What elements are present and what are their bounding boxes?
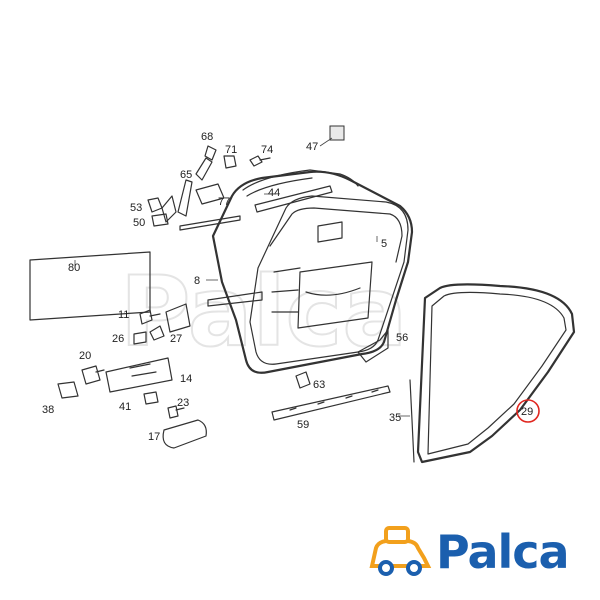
label-68: 68 (201, 131, 213, 143)
bumper-38 (57, 381, 79, 399)
clip-63 (295, 371, 311, 389)
door-outer-shell (211, 170, 414, 374)
door-handle (317, 221, 343, 243)
label-50: 50 (133, 217, 145, 229)
label-59: 59 (297, 419, 309, 431)
label-56: 56 (396, 332, 408, 344)
label-17: 17 (148, 431, 160, 443)
screw-53 (147, 197, 163, 213)
door-inner-ribs (271, 267, 301, 313)
part-labels: 68 71 74 47 65 77 44 53 50 80 8 11 26 27… (42, 131, 533, 443)
washer-26 (133, 331, 147, 345)
cap-17 (162, 419, 207, 449)
label-71: 71 (225, 144, 237, 156)
label-77: 77 (218, 196, 230, 208)
seal-strip-35 (409, 379, 415, 463)
cover-65 (195, 157, 213, 181)
clip-27 (149, 325, 165, 341)
trim-strip-44 (254, 185, 333, 213)
label-35: 35 (389, 412, 401, 424)
door-weatherstrip-29 (416, 283, 576, 464)
label-23: 23 (177, 397, 189, 409)
window-frame (269, 207, 403, 263)
label-65: 65 (180, 169, 192, 181)
bolt-20 (81, 365, 105, 385)
screw-74 (249, 155, 271, 167)
label-80: 80 (68, 262, 80, 274)
label-41: 41 (119, 401, 131, 413)
bracket-68 (204, 145, 217, 161)
moulding-59 (271, 385, 391, 421)
bolt-11 (139, 309, 161, 325)
label-53: 53 (130, 202, 142, 214)
label-47: 47 (306, 141, 318, 153)
label-11: 11 (118, 309, 129, 321)
label-20: 20 (79, 350, 91, 362)
label-63: 63 (313, 379, 325, 391)
window-seal-inner (246, 177, 313, 197)
guide-rail-65 (177, 179, 193, 217)
door-check-14 (105, 357, 173, 393)
car-icon (369, 526, 432, 576)
label-38: 38 (42, 404, 54, 416)
window-seal-strip (242, 169, 359, 191)
clip-50 (151, 213, 169, 227)
lower-rail (179, 215, 241, 231)
clip-71 (223, 155, 237, 169)
label-5: 5 (381, 238, 387, 250)
nut-41 (143, 391, 159, 405)
highlight-circle (516, 399, 540, 423)
leader-47 (319, 137, 333, 147)
regulator-arm (305, 287, 361, 296)
trim-77 (195, 183, 225, 205)
bracket-50 (161, 195, 177, 223)
door-weatherstrip-inner (427, 291, 567, 455)
brand-logo: Palca (368, 520, 578, 584)
label-8: 8 (194, 275, 200, 287)
screw-23 (167, 405, 185, 419)
label-44: 44 (268, 187, 280, 199)
window-regulator (297, 261, 373, 329)
clip-47 (329, 125, 345, 141)
hinge-bracket (165, 303, 191, 333)
door-inner-frame (249, 195, 409, 365)
door-check-detail (129, 363, 157, 377)
moulding-clips (289, 389, 379, 411)
brand-name: Palca (436, 525, 570, 579)
label-29: 29 (521, 406, 533, 418)
label-27: 27 (170, 333, 182, 345)
label-14: 14 (180, 373, 192, 385)
label-74: 74 (261, 144, 273, 156)
label-26: 26 (112, 333, 124, 345)
side-moulding (207, 291, 263, 307)
trim-56 (357, 329, 389, 363)
